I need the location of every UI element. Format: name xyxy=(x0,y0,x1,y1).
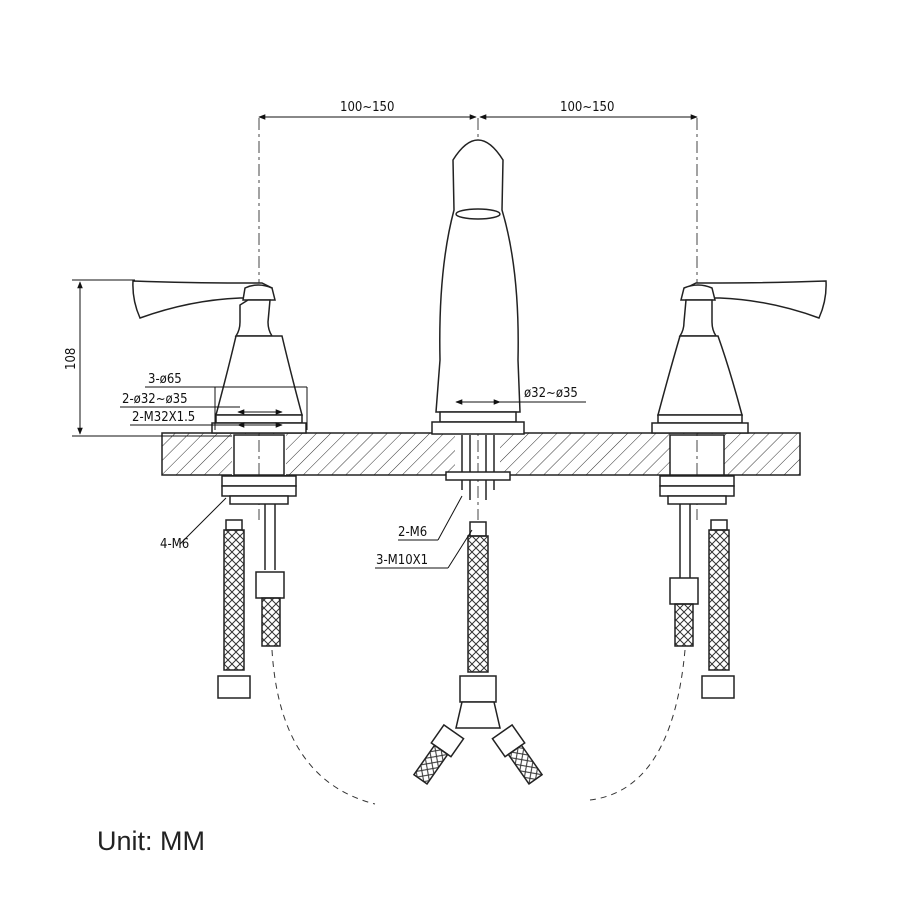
height-dimension xyxy=(72,279,232,437)
right-handle-valve xyxy=(651,280,827,580)
center-spout xyxy=(431,139,525,500)
bolts-spout-label: 2-M6 xyxy=(398,525,427,540)
left-callouts xyxy=(120,386,308,545)
supply-hoses xyxy=(217,519,735,785)
hose-routing xyxy=(271,649,686,805)
spread-left-label: 100~150 xyxy=(340,100,394,115)
thread-label: 2-M32X1.5 xyxy=(132,410,195,425)
center-callouts xyxy=(375,399,586,569)
hose-thread-label: 3-M10X1 xyxy=(376,553,428,568)
spread-right-label: 100~150 xyxy=(560,100,614,115)
spout-dia-label: ø32~ø35 xyxy=(524,386,578,401)
shank-dia-label: 2-ø32~ø35 xyxy=(122,392,188,407)
unit-label: Unit: MM xyxy=(97,826,205,856)
left-handle-valve xyxy=(132,280,307,570)
footer-band xyxy=(0,806,900,900)
height-label: 108 xyxy=(64,348,79,370)
countertop xyxy=(161,432,801,476)
bolts-left-label: 4-M6 xyxy=(160,537,189,552)
holes-label: 3-ø65 xyxy=(148,372,182,387)
